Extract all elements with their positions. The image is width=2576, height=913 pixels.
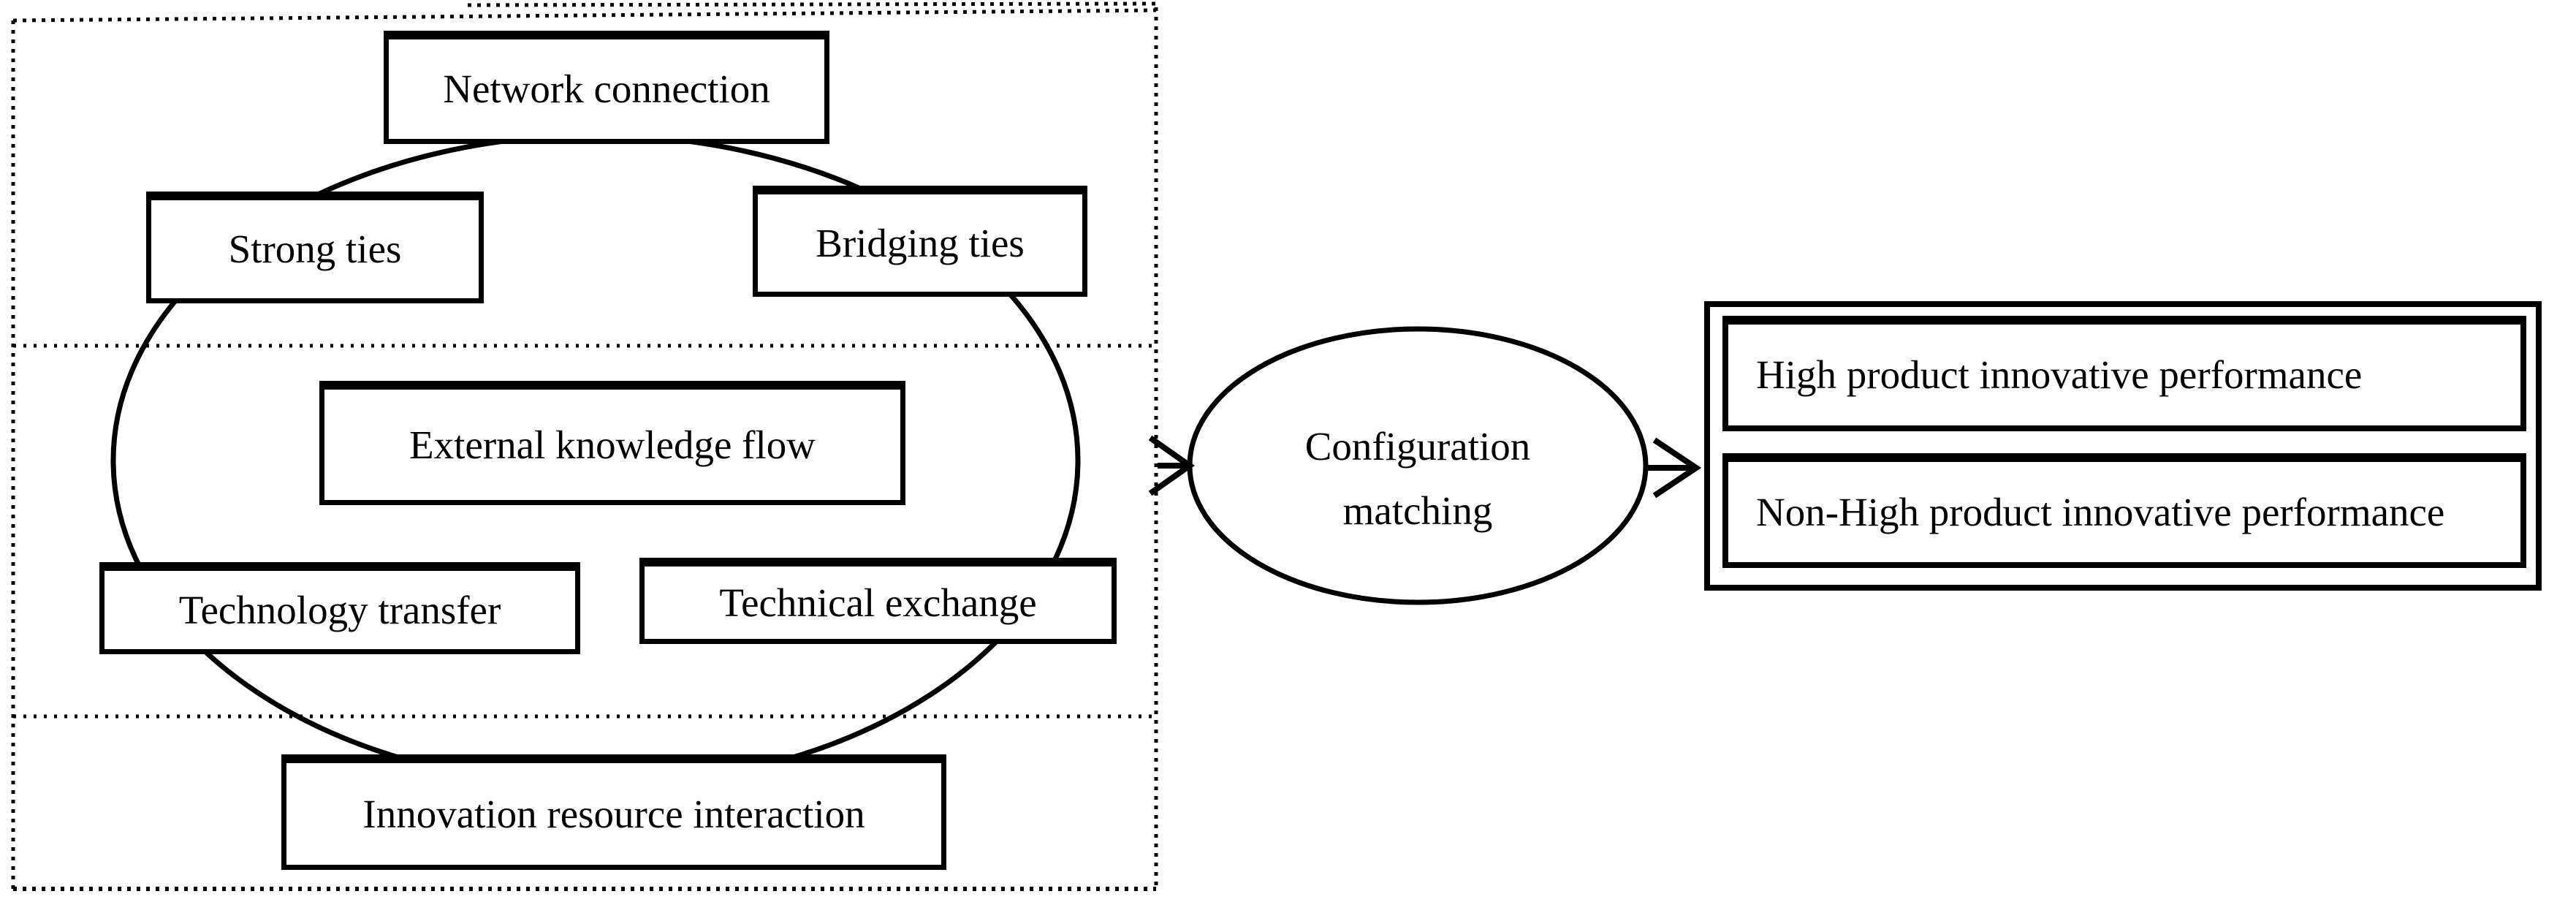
dotted-frame-top bbox=[12, 8, 1157, 23]
box-non-high-performance: Non-High product innovative performance bbox=[1722, 453, 2526, 568]
box-strong-ties: Strong ties bbox=[146, 192, 484, 303]
box-external-knowledge-flow-label: External knowledge flow bbox=[409, 422, 816, 467]
hub-configuration-matching: Configuration matching bbox=[1198, 338, 1637, 601]
hub-label-line1: Configuration bbox=[1304, 424, 1531, 469]
box-external-knowledge-flow: External knowledge flow bbox=[319, 381, 905, 505]
box-technology-transfer-label: Technology transfer bbox=[178, 587, 501, 632]
box-non-high-performance-label: Non-High product innovative performance bbox=[1756, 489, 2445, 534]
box-bridging-ties-label: Bridging ties bbox=[816, 220, 1025, 265]
box-innovation-resource-interaction: Innovation resource interaction bbox=[281, 754, 946, 870]
box-technical-exchange-label: Technical exchange bbox=[719, 580, 1037, 625]
box-strong-ties-label: Strong ties bbox=[228, 227, 402, 272]
box-innovation-resource-interaction-label: Innovation resource interaction bbox=[362, 791, 865, 836]
dotted-frame-top-double bbox=[467, 1, 1157, 7]
box-technology-transfer: Technology transfer bbox=[99, 562, 580, 654]
box-high-performance-label: High product innovative performance bbox=[1756, 352, 2363, 398]
arrow-into-hub-head bbox=[1148, 435, 1195, 496]
box-bridging-ties: Bridging ties bbox=[753, 186, 1087, 297]
box-high-performance: High product innovative performance bbox=[1722, 316, 2526, 431]
box-network-connection: Network connection bbox=[384, 31, 829, 144]
arrow-to-outcomes-head bbox=[1652, 437, 1702, 499]
box-network-connection-label: Network connection bbox=[443, 67, 770, 112]
box-technical-exchange: Technical exchange bbox=[639, 558, 1117, 644]
hub-label-line2: matching bbox=[1342, 488, 1493, 533]
